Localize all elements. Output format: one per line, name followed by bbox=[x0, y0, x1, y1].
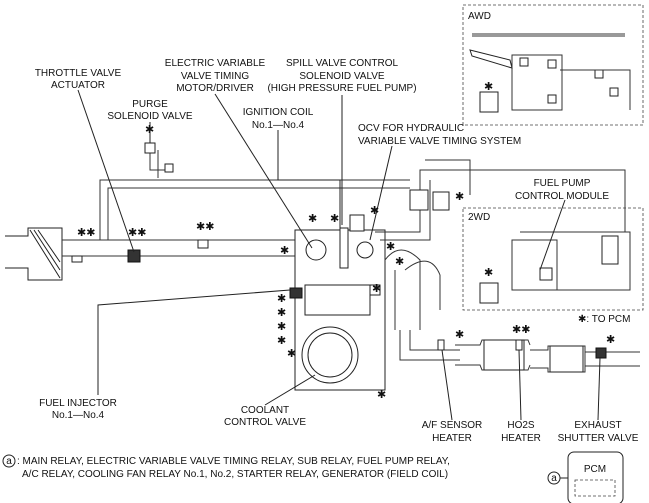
2wd-inset bbox=[462, 207, 644, 311]
svg-text:✱: ✱ bbox=[484, 81, 493, 93]
svg-text:✱: ✱ bbox=[287, 348, 296, 360]
evvt-motor bbox=[305, 239, 327, 261]
intake-system bbox=[5, 142, 410, 281]
svg-text:✱: ✱ bbox=[330, 213, 339, 225]
relay-group-symbol bbox=[2, 454, 16, 468]
to-pcm-markers: ✱✱✱✱ ✱✱✱ ✱✱ ✱✱ ✱✱ ✱✱ ✱✱ ✱✱ ✱✱ ✱✱✱ ✱✱ ✱ bbox=[77, 81, 615, 401]
svg-text:✱: ✱ bbox=[484, 267, 493, 279]
to-pcm-legend: ✱: TO PCM bbox=[578, 314, 630, 325]
awd-inset bbox=[462, 4, 644, 126]
exhaust-system bbox=[384, 249, 640, 373]
svg-text:✱: ✱ bbox=[277, 307, 286, 319]
awd-label: AWD bbox=[468, 11, 491, 22]
leader-lines bbox=[77, 89, 601, 421]
relay-group-legend: : MAIN RELAY, ELECTRIC VARIABLE VALVE TI… bbox=[17, 456, 450, 480]
throttle-body bbox=[127, 249, 141, 263]
svg-text:✱: ✱ bbox=[277, 293, 286, 305]
svg-text:✱: ✱ bbox=[145, 124, 154, 136]
svg-text:✱: ✱ bbox=[280, 245, 289, 257]
svg-text:✱✱: ✱✱ bbox=[77, 227, 95, 239]
purge-solenoid-valve bbox=[144, 142, 156, 154]
svg-text:✱✱: ✱✱ bbox=[128, 227, 146, 239]
svg-text:✱: ✱ bbox=[308, 213, 317, 225]
pcm-label: PCM bbox=[584, 464, 606, 475]
svg-text:✱: ✱ bbox=[395, 256, 404, 268]
awd-fuel-system bbox=[469, 33, 631, 113]
fuel-lines bbox=[375, 159, 626, 241]
svg-text:✱: ✱ bbox=[455, 191, 464, 203]
svg-text:✱: ✱ bbox=[277, 335, 286, 347]
svg-text:✱: ✱ bbox=[455, 329, 464, 341]
engine bbox=[289, 214, 386, 391]
svg-text:✱: ✱ bbox=[277, 321, 286, 333]
svg-text:✱: ✱ bbox=[386, 241, 395, 253]
svg-text:✱: ✱ bbox=[606, 334, 615, 346]
relay-group-symbol-letter: a bbox=[6, 456, 12, 467]
pcm-connector-a: a bbox=[551, 473, 557, 484]
svg-text:✱: ✱ bbox=[377, 389, 386, 401]
svg-text:✱✱: ✱✱ bbox=[196, 221, 214, 233]
2wd-fuel-system bbox=[479, 231, 631, 304]
pcm: PCM a bbox=[547, 451, 624, 503]
svg-text:✱: ✱ bbox=[370, 205, 379, 217]
svg-text:✱: ✱ bbox=[372, 283, 381, 295]
svg-text:✱✱: ✱✱ bbox=[512, 324, 530, 336]
2wd-label: 2WD bbox=[468, 212, 490, 223]
